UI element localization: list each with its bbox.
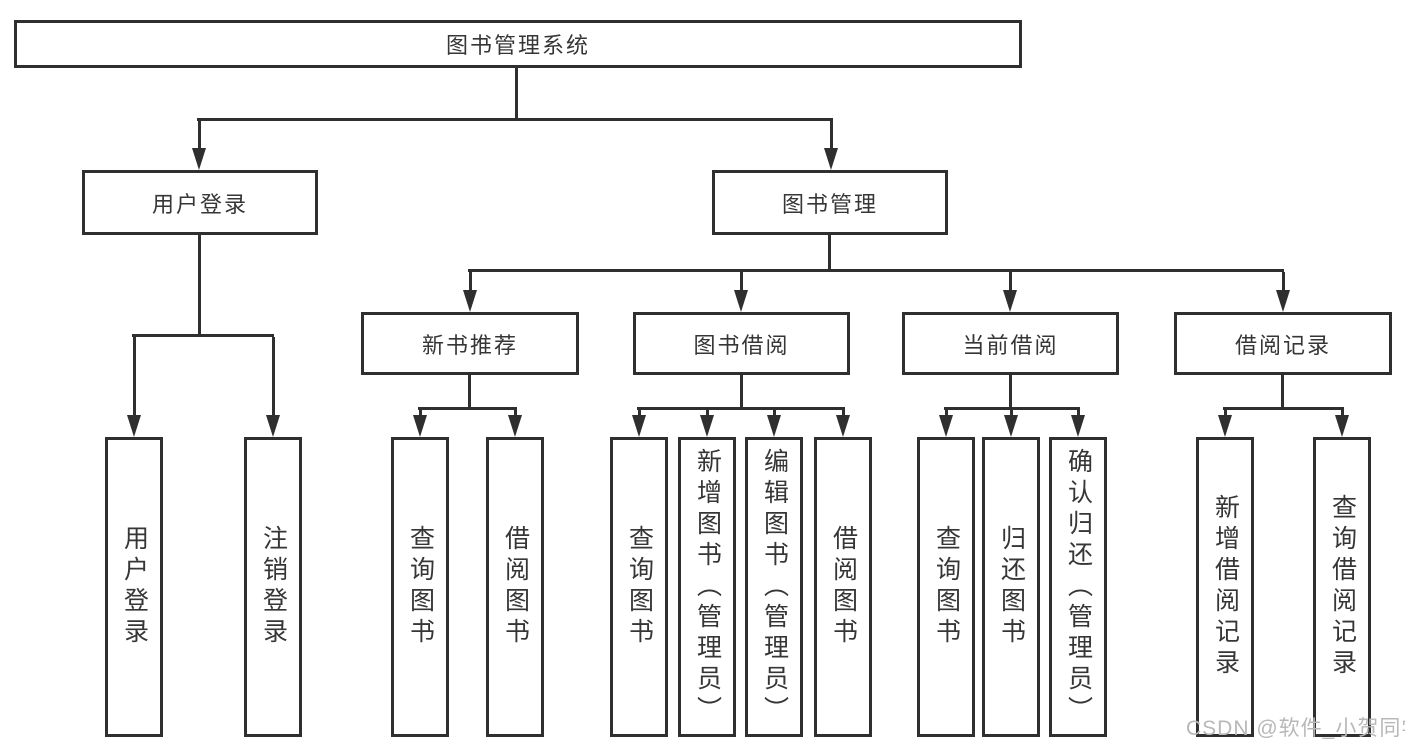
watermark: CSDN @软件_小贺同学 bbox=[1186, 717, 1405, 740]
leaf-confirm-return-admin: 确认归还（管理员） bbox=[1049, 437, 1107, 737]
node-book-management: 图书管理 bbox=[712, 170, 948, 235]
arrow-down-icon bbox=[734, 272, 748, 312]
node-user-login: 用户登录 bbox=[82, 170, 318, 235]
arrow-down-icon bbox=[192, 121, 206, 170]
arrow-down-icon bbox=[700, 410, 714, 437]
leaf-query-borrow-record: 查询借阅记录 bbox=[1313, 437, 1371, 737]
arrow-down-icon bbox=[1335, 410, 1349, 437]
leaf-query-books-recommend: 查询图书 bbox=[391, 437, 449, 737]
connector-line bbox=[197, 118, 833, 121]
connector-line bbox=[468, 269, 1284, 272]
arrow-down-icon bbox=[1218, 410, 1232, 437]
arrow-down-icon bbox=[266, 337, 280, 437]
leaf-borrow-books-recommend: 借阅图书 bbox=[486, 437, 544, 737]
arrow-down-icon bbox=[632, 410, 646, 437]
arrow-down-icon bbox=[1071, 410, 1085, 437]
node-new-book-recommend: 新书推荐 bbox=[361, 312, 579, 375]
node-current-borrow: 当前借阅 bbox=[902, 312, 1119, 375]
arrow-down-icon bbox=[767, 410, 781, 437]
connector-line bbox=[132, 334, 274, 337]
leaf-logout: 注销登录 bbox=[244, 437, 302, 737]
leaf-user-login: 用户登录 bbox=[105, 437, 163, 737]
leaf-query-books-borrow: 查询图书 bbox=[610, 437, 668, 737]
arrow-down-icon bbox=[413, 410, 427, 437]
arrow-down-icon bbox=[508, 410, 522, 437]
leaf-edit-book-admin: 编辑图书（管理员） bbox=[745, 437, 803, 737]
arrow-down-icon bbox=[836, 410, 850, 437]
arrow-down-icon bbox=[463, 272, 477, 312]
leaf-query-books-current: 查询图书 bbox=[917, 437, 975, 737]
node-library-management-system: 图书管理系统 bbox=[14, 20, 1022, 68]
leaf-add-borrow-record: 新增借阅记录 bbox=[1196, 437, 1254, 737]
leaf-borrow-books: 借阅图书 bbox=[814, 437, 872, 737]
node-book-borrow: 图书借阅 bbox=[633, 312, 850, 375]
connector-line bbox=[515, 68, 518, 121]
leaf-return-book: 归还图书 bbox=[982, 437, 1040, 737]
arrow-down-icon bbox=[1004, 410, 1018, 437]
arrow-down-icon bbox=[824, 121, 838, 170]
connector-line bbox=[468, 375, 471, 410]
leaf-add-book-admin: 新增图书（管理员） bbox=[678, 437, 736, 737]
connector-line bbox=[418, 407, 517, 410]
connector-line bbox=[198, 235, 201, 337]
connector-line bbox=[637, 407, 845, 410]
arrow-down-icon bbox=[1276, 272, 1290, 312]
connector-line bbox=[828, 235, 831, 272]
connector-line bbox=[1223, 407, 1344, 410]
connector-line bbox=[1281, 375, 1284, 410]
connector-line bbox=[1009, 375, 1012, 410]
arrow-down-icon bbox=[939, 410, 953, 437]
node-borrow-records: 借阅记录 bbox=[1174, 312, 1392, 375]
connector-line bbox=[740, 375, 743, 410]
arrow-down-icon bbox=[1003, 272, 1017, 312]
arrow-down-icon bbox=[127, 337, 141, 437]
connector-line bbox=[944, 407, 1080, 410]
